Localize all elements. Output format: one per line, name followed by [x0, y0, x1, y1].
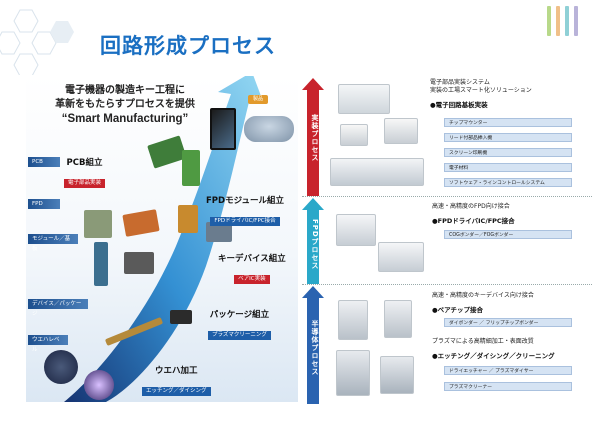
stage-wafer: ウエハ加工 エッチング／ダイシング [142, 366, 211, 396]
tier-module: モジュール／基板 [28, 234, 78, 252]
bar-purple [574, 6, 578, 36]
bar-green [547, 6, 551, 36]
mounting-item: チップマウンター [444, 118, 572, 127]
dry-etcher-image [336, 350, 370, 396]
headline: 電子機器の製造キー工程に 革新をもたらすプロセスを提供 “Smart Manuf… [30, 84, 220, 126]
mounting-section-arrow [302, 78, 324, 196]
car-image [244, 116, 294, 142]
semi-item: ダイボンダー ／ フリップチップボンダー [444, 318, 572, 327]
die-bonder-image [338, 300, 368, 340]
semi-item: ドライエッチャー ／ プラズマダイサー [444, 366, 572, 375]
long-board-image [94, 242, 108, 286]
section-divider [302, 196, 592, 197]
growth-arrow [64, 76, 264, 402]
tier-device: デバイス／パッケージ [28, 299, 88, 317]
mounting-item: ソフトウェア・ラインコントロールシステム [444, 178, 572, 187]
plasma-wafer-image [84, 370, 114, 400]
mounting-section-label: 実装プロセス [311, 114, 319, 162]
tier-wafer: ウエハレベル [28, 335, 68, 353]
semi-desc-2: プラズマによる高精細加工・表面改質 [432, 338, 534, 345]
fpd-section-label: FPDプロセス [311, 218, 319, 270]
cog-bonder-image [336, 214, 376, 246]
headline-line-1: 電子機器の製造キー工程に [65, 85, 185, 96]
bar-orange [556, 6, 560, 36]
chip-array-image [124, 252, 154, 274]
screen-printer-image [384, 118, 418, 144]
tier-pcb: PCB [28, 157, 60, 167]
headline-line-2: 革新をもたらすプロセスを提供 [55, 99, 195, 110]
wafer-image [44, 350, 78, 384]
module-board-image [84, 210, 112, 238]
mounting-desc-2: 実装の工場スマート化ソリューション [430, 87, 532, 94]
stage-wafer-title: ウエハ加工 [155, 366, 198, 376]
stage-pcb: PCB組立 電子部品実装 [64, 158, 106, 188]
semi-item: プラズマクリーナー [444, 382, 572, 391]
mounting-item: リード付部品挿入機 [444, 133, 572, 142]
section-divider [302, 284, 592, 285]
stage-pcb-sub: 電子部品実装 [64, 179, 106, 188]
product-badge: 製品 [248, 95, 268, 104]
insertion-machine-image [340, 124, 368, 146]
headline-line-3: “Smart Manufacturing” [61, 113, 189, 125]
fog-bonder-image [378, 242, 424, 272]
hexagon-decoration [0, 9, 74, 75]
mounting-line-image [330, 158, 424, 186]
mounting-item: スクリーン印刷機 [444, 148, 572, 157]
stage-pcb-title: PCB組立 [66, 158, 103, 168]
mounting-bullet: ●電子回路基板実装 [430, 101, 488, 109]
flip-chip-bonder-image [384, 300, 412, 338]
display-module-image [206, 222, 232, 242]
green-board-image [182, 150, 200, 186]
mounting-desc-1: 電子部品実装システム [430, 79, 490, 86]
stage-package: パッケージ組立 プラズマクリーニング [208, 310, 271, 340]
color-bars-decoration [547, 6, 578, 36]
stage-device: キーデバイス組立 ベアIC実装 [218, 254, 286, 284]
fpd-item: COGボンダー／FOGボンダー [444, 230, 572, 239]
stage-device-sub: ベアIC実装 [234, 275, 270, 284]
fpd-desc: 高速・高精度のFPD向け接合 [432, 203, 510, 210]
semi-desc-1: 高速・高精度のキーデバイス向け接合 [432, 292, 534, 299]
page-title: 回路形成プロセス [100, 34, 276, 58]
stage-wafer-sub: エッチング／ダイシング [142, 387, 211, 396]
stage-fpd: FPDモジュール組立 FPDドライバIC/FPC接合 [206, 196, 284, 226]
semi-section-arrow [302, 286, 324, 404]
stage-fpd-title: FPDモジュール組立 [206, 196, 284, 206]
stage-device-title: キーデバイス組立 [218, 254, 286, 264]
fpd-section-arrow [302, 198, 324, 284]
stage-fpd-sub: FPDドライバIC/FPC接合 [210, 217, 280, 226]
semi-section-label: 半導体プロセス [311, 320, 319, 376]
ic-package-image [170, 310, 192, 324]
mounting-item: 電子材料 [444, 163, 572, 172]
semi-bullet-1: ●ベアチップ接合 [432, 306, 484, 314]
smartphone-image [210, 108, 236, 150]
fpd-bullet: ●FPDドライバIC/FPC接合 [432, 217, 515, 225]
plasma-cleaner-image [380, 356, 414, 394]
stage-package-sub: プラズマクリーニング [208, 331, 271, 340]
tier-fpd: FPD [28, 199, 60, 209]
bar-teal [565, 6, 569, 36]
chip-mounter-image [338, 84, 390, 114]
semi-bullet-2: ●エッチング／ダイシング／クリーニング [432, 352, 555, 360]
fpc-image [178, 205, 198, 233]
stage-package-title: パッケージ組立 [209, 310, 270, 320]
